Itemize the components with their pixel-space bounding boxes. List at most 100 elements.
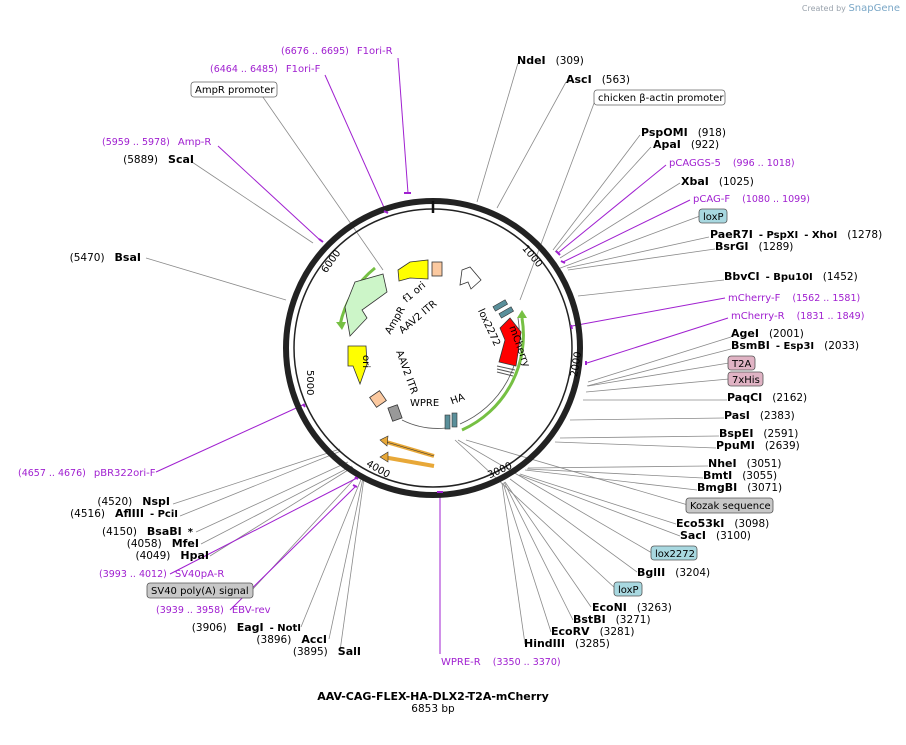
box-ampr-promoter[interactable]: AmpR promoter [190, 81, 278, 98]
wpre-label: WPRE [410, 398, 439, 409]
svg-text:7xHis: 7xHis [732, 375, 760, 386]
primer-sv40pa-r[interactable]: SV40pA-R [175, 569, 224, 580]
svg-text:WPRE-R(3350 .. 3370): WPRE-R(3350 .. 3370) [441, 657, 561, 668]
enzyme-asci[interactable]: AscI [566, 73, 592, 86]
green-arrowhead-left [336, 322, 346, 330]
enzyme-afliii[interactable]: AflIII [115, 507, 144, 520]
enzyme-paqci[interactable]: PaqCI [727, 391, 762, 404]
box-chicken-actin-promoter[interactable]: chicken β-actin promoter [593, 89, 726, 106]
enzyme-bsmbi[interactable]: BsmBI [731, 339, 770, 352]
enzyme-eagi[interactable]: EagI [237, 621, 264, 634]
primer-mcherry-f[interactable]: mCherry-F [728, 293, 781, 304]
primer-pcaggs-5[interactable]: pCAGGS-5 [669, 158, 721, 169]
enzyme-ndei[interactable]: NdeI [517, 54, 546, 67]
enzyme-bstbi[interactable]: BstBI [573, 613, 606, 626]
enzyme-bspei[interactable]: BspEI [719, 427, 753, 440]
enzyme-xbai[interactable]: XbaI [681, 175, 709, 188]
box-t2a[interactable]: T2A [727, 355, 756, 371]
svg-text:AmpR promoter: AmpR promoter [195, 85, 275, 96]
primer-pcag-f[interactable]: pCAG-F [693, 194, 730, 205]
svg-text:BsmBI- Esp3I(2033): BsmBI- Esp3I(2033) [731, 339, 859, 352]
primer-ebv-rev[interactable]: EBV-rev [232, 605, 271, 616]
svg-text:PpuMI(2639): PpuMI(2639) [716, 439, 800, 452]
enzyme-hindiii[interactable]: HindIII [524, 637, 565, 650]
enzyme-scai[interactable]: ScaI [168, 153, 194, 166]
svg-text:(5470)BsaI: (5470)BsaI [70, 251, 141, 264]
box-loxp-bottom[interactable]: loxP [613, 581, 643, 597]
svg-text:(3906)EagI- NotI: (3906)EagI- NotI [192, 621, 301, 634]
enzyme-ecorv[interactable]: EcoRV [551, 625, 590, 638]
enzyme-bbvci[interactable]: BbvCI [724, 270, 760, 283]
enzyme-hpai[interactable]: HpaI [180, 549, 209, 562]
box-loxp-top[interactable]: loxP [698, 208, 728, 224]
box-kozak-sequence[interactable]: Kozak sequence [685, 497, 774, 514]
aav2-itr-bottom [369, 390, 387, 408]
aav2-itr-top [431, 261, 443, 277]
svg-text:(4657 .. 4676)pBR322ori-F: (4657 .. 4676)pBR322ori-F [18, 468, 156, 479]
enzyme-bmgbi[interactable]: BmgBI [697, 481, 737, 494]
svg-text:mCherry-F(1562 .. 1581): mCherry-F(1562 .. 1581) [728, 293, 860, 304]
enzyme-bsabi[interactable]: BsaBI [147, 525, 182, 538]
svg-text:PaqCI(2162): PaqCI(2162) [727, 391, 807, 404]
svg-text:(5889)ScaI: (5889)ScaI [123, 153, 194, 166]
enzyme-pasi[interactable]: PasI [724, 409, 750, 422]
enzyme-bmti[interactable]: BmtI [703, 469, 732, 482]
primer-labels: (6676 .. 6695)F1ori-R (6464 .. 6485)F1or… [18, 46, 864, 668]
primer-amp-r[interactable]: Amp-R [178, 137, 212, 148]
enzyme-bglii[interactable]: BglII [637, 566, 665, 579]
enzyme-nhei[interactable]: NheI [708, 457, 737, 470]
svg-text:HindIII(3285): HindIII(3285) [524, 637, 610, 650]
enzyme-pspomi[interactable]: PspOMI [641, 126, 688, 139]
enzyme-saci[interactable]: SacI [680, 529, 706, 542]
enzyme-ppumi[interactable]: PpuMI [716, 439, 755, 452]
enzyme-eco53ki[interactable]: Eco53kI [676, 517, 724, 530]
enzyme-nspi[interactable]: NspI [142, 495, 170, 508]
svg-text:(5959 .. 5978)Amp-R: (5959 .. 5978)Amp-R [102, 137, 211, 148]
enzyme-sali[interactable]: SalI [338, 645, 361, 658]
svg-text:EcoNI(3263): EcoNI(3263) [592, 601, 672, 614]
svg-text:(3939 .. 3958)EBV-rev: (3939 .. 3958)EBV-rev [156, 605, 271, 616]
ori-label: ori [360, 355, 371, 368]
primer-lines [155, 57, 729, 654]
primer-f1ori-f[interactable]: F1ori-F [286, 64, 321, 75]
tick-label-5000: 5000 [304, 370, 315, 395]
enzyme-bsrgi[interactable]: BsrGI [715, 240, 748, 253]
svg-text:loxP: loxP [618, 585, 639, 596]
svg-text:XbaI(1025): XbaI(1025) [681, 175, 754, 188]
enzyme-agei[interactable]: AgeI [731, 327, 759, 340]
ha-label: HA [449, 392, 466, 407]
mcherry-arrow [498, 317, 522, 367]
primer-f1ori-r[interactable]: F1ori-R [357, 46, 393, 57]
enzyme-labels-right: NdeI(309) AscI(563) PspOMI(918) ApaI(922… [517, 54, 882, 650]
enzyme-mfei[interactable]: MfeI [172, 537, 199, 550]
enzyme-acci[interactable]: AccI [301, 633, 327, 646]
boxed-feature-labels: AmpR promoter chicken β-actin promoter l… [146, 81, 774, 599]
enzyme-bsai[interactable]: BsaI [115, 251, 141, 264]
enzyme-econi[interactable]: EcoNI [592, 601, 627, 614]
primer-marks [302, 192, 587, 493]
enzyme-apai[interactable]: ApaI [653, 138, 681, 151]
svg-text:(6464 .. 6485)F1ori-F: (6464 .. 6485)F1ori-F [210, 64, 321, 75]
green-arrowhead-right [517, 310, 527, 318]
box-sv40-polya[interactable]: SV40 poly(A) signal [146, 582, 254, 599]
primer-wpre-r[interactable]: WPRE-R [441, 657, 481, 668]
svg-text:AscI(563): AscI(563) [566, 73, 630, 86]
f1-ori-label: f1 ori [401, 280, 428, 305]
primer-pbr322ori-f[interactable]: pBR322ori-F [94, 468, 156, 479]
svg-text:lox2272: lox2272 [655, 549, 695, 560]
box-7xhis[interactable]: 7xHis [727, 371, 764, 387]
svg-text:EcoRV(3281): EcoRV(3281) [551, 625, 635, 638]
primer-mcherry-r[interactable]: mCherry-R [731, 311, 785, 322]
svg-text:ApaI(922): ApaI(922) [653, 138, 719, 151]
svg-text:BspEI(2591): BspEI(2591) [719, 427, 798, 440]
backbone-circle [283, 198, 583, 498]
ampr-arrow [344, 273, 388, 337]
orange-arrowhead-2 [379, 451, 389, 463]
box-lox2272[interactable]: lox2272 [650, 545, 698, 561]
enzyme-paer7i[interactable]: PaeR7I [710, 228, 753, 241]
ori-arrow [347, 345, 368, 386]
svg-text:BsrGI(1289): BsrGI(1289) [715, 240, 793, 253]
svg-text:NdeI(309): NdeI(309) [517, 54, 584, 67]
orange-feature-1-outline [382, 440, 435, 457]
